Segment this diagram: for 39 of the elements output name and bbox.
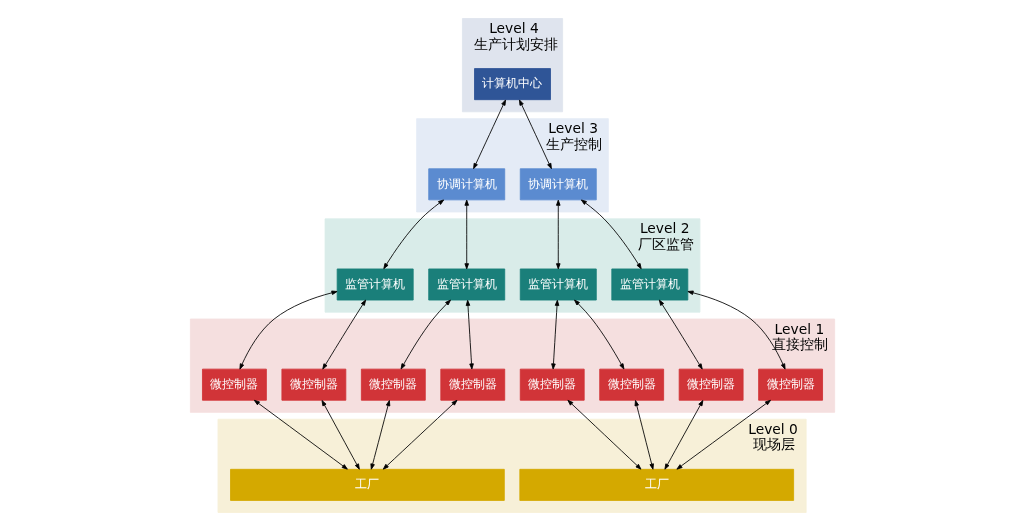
arrow [658, 299, 703, 370]
node-box: 工厂 [518, 468, 794, 501]
arrow [465, 299, 474, 370]
node-box: 监管计算机 [519, 268, 597, 301]
node-box: 微控制器 [360, 368, 426, 401]
node-box: 微控制器 [439, 368, 505, 401]
node-box: 微控制器 [281, 368, 346, 401]
arrow [566, 399, 641, 470]
arrow [253, 399, 348, 470]
node-box: 监管计算机 [427, 268, 505, 301]
arrow [382, 199, 444, 270]
node-box: 微控制器 [678, 368, 743, 401]
arrow [555, 199, 560, 270]
node-box: 微控制器 [201, 368, 267, 401]
node-box: 微控制器 [598, 368, 664, 401]
arrow [550, 299, 559, 370]
node-box: 监管计算机 [336, 268, 414, 301]
node-box: 计算机中心 [473, 68, 551, 101]
arrow [675, 399, 771, 470]
arrow [573, 299, 624, 370]
node-box: 监管计算机 [610, 268, 688, 301]
node-box: 协调计算机 [519, 168, 597, 201]
arrow [321, 400, 360, 470]
arrow [369, 400, 390, 470]
node-box: 微控制器 [519, 368, 585, 401]
arrow [686, 290, 786, 370]
node-box: 协调计算机 [427, 168, 505, 201]
arrow [238, 290, 338, 370]
arrow [518, 99, 552, 170]
arrow [321, 299, 366, 370]
arrow [634, 400, 654, 470]
arrow [663, 400, 703, 470]
node-box: 工厂 [229, 468, 505, 501]
arrow [382, 399, 457, 470]
arrow [472, 99, 506, 170]
arrow [464, 199, 469, 270]
arrow [400, 299, 451, 370]
node-box: 微控制器 [757, 368, 823, 401]
arrow [580, 199, 642, 270]
